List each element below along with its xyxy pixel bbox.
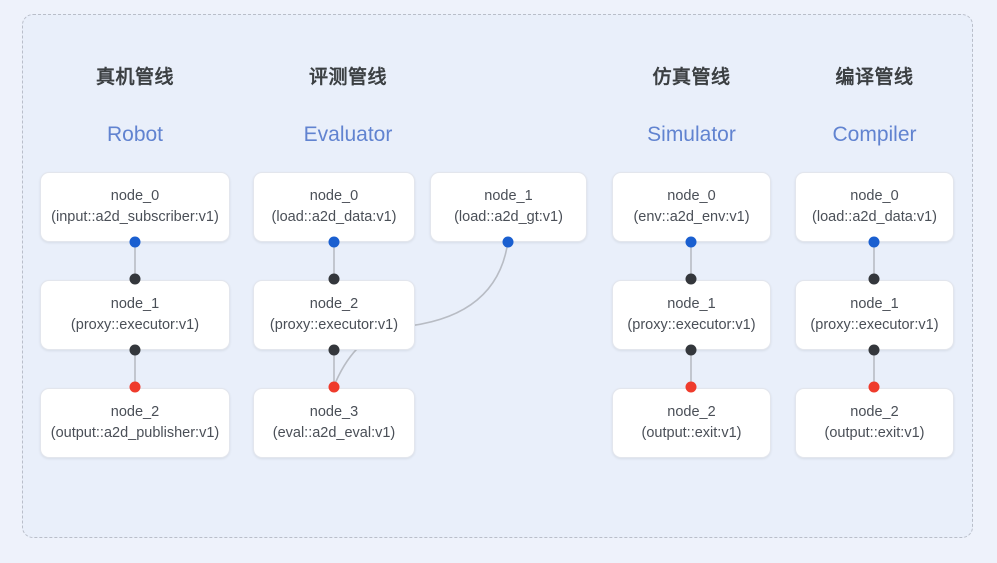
port-output-robot-node_1[interactable] (129, 344, 141, 356)
column-title-en-evaluator: Evaluator (303, 123, 393, 146)
column-title-cn-evaluator: 评测管线 (308, 67, 387, 88)
node-name: node_1 (667, 295, 716, 312)
node-name: node_2 (667, 403, 716, 420)
column-title-en-compiler: Compiler (832, 123, 917, 146)
port-output-compiler-node_0[interactable] (868, 236, 880, 248)
node-type: (proxy::executor:v1) (269, 317, 399, 333)
port-output-evaluator-node_1[interactable] (502, 236, 514, 248)
node-card-evaluator-node_3[interactable]: node_3 (eval::a2d_eval:v1) (253, 388, 415, 458)
node-type: (output::a2d_publisher:v1) (50, 425, 220, 441)
node-name: node_0 (850, 187, 899, 204)
node-card-robot-node_2[interactable]: node_2 (output::a2d_publisher:v1) (40, 388, 230, 458)
node-name: node_2 (110, 403, 160, 420)
port-output-compiler-node_1[interactable] (868, 344, 880, 356)
node-card-evaluator-node_0[interactable]: node_0 (load::a2d_data:v1) (253, 172, 415, 242)
node-name: node_1 (484, 187, 533, 204)
node-name: node_2 (309, 295, 359, 312)
node-name: node_1 (850, 295, 899, 312)
node-card-compiler-node_1[interactable]: node_1 (proxy::executor:v1) (795, 280, 954, 350)
port-output-simulator-node_1[interactable] (685, 344, 697, 356)
node-card-evaluator-node_1[interactable]: node_1 (load::a2d_gt:v1) (430, 172, 587, 242)
port-input-evaluator-node_2[interactable] (328, 273, 340, 285)
node-type: (eval::a2d_eval:v1) (272, 425, 396, 441)
node-card-evaluator-node_2[interactable]: node_2 (proxy::executor:v1) (253, 280, 415, 350)
node-card-robot-node_0[interactable]: node_0 (input::a2d_subscriber:v1) (40, 172, 230, 242)
node-type: (output::exit:v1) (824, 425, 925, 441)
node-card-compiler-node_2[interactable]: node_2 (output::exit:v1) (795, 388, 954, 458)
node-name: node_0 (667, 187, 716, 204)
node-name: node_3 (309, 403, 359, 420)
node-name: node_2 (850, 403, 899, 420)
node-card-simulator-node_0[interactable]: node_0 (env::a2d_env:v1) (612, 172, 771, 242)
column-title-en-simulator: Simulator (647, 123, 736, 146)
port-output-evaluator-node_0[interactable] (328, 236, 340, 248)
node-type: (load::a2d_data:v1) (812, 209, 937, 225)
port-output-evaluator-node_2[interactable] (328, 344, 340, 356)
column-title-cn-compiler: 编译管线 (835, 67, 914, 88)
node-name: node_1 (110, 295, 160, 312)
node-name: node_0 (309, 187, 359, 204)
node-name: node_0 (110, 187, 160, 204)
column-title-cn-simulator: 仿真管线 (652, 67, 731, 88)
port-terminal-evaluator-node_3[interactable] (328, 381, 340, 393)
node-type: (proxy::executor:v1) (810, 317, 939, 333)
port-input-robot-node_1[interactable] (129, 273, 141, 285)
node-type: (output::exit:v1) (641, 425, 742, 441)
port-input-simulator-node_1[interactable] (685, 273, 697, 285)
port-terminal-robot-node_2[interactable] (129, 381, 141, 393)
node-card-compiler-node_0[interactable]: node_0 (load::a2d_data:v1) (795, 172, 954, 242)
node-type: (load::a2d_data:v1) (271, 209, 397, 225)
column-title-cn-robot: 真机管线 (95, 67, 174, 88)
port-output-robot-node_0[interactable] (129, 236, 141, 248)
node-card-simulator-node_2[interactable]: node_2 (output::exit:v1) (612, 388, 771, 458)
node-card-robot-node_1[interactable]: node_1 (proxy::executor:v1) (40, 280, 230, 350)
pipeline-group-frame (22, 14, 973, 538)
node-type: (proxy::executor:v1) (70, 317, 200, 333)
port-input-compiler-node_1[interactable] (868, 273, 880, 285)
node-type: (load::a2d_gt:v1) (454, 209, 563, 225)
port-output-simulator-node_0[interactable] (685, 236, 697, 248)
port-terminal-simulator-node_2[interactable] (685, 381, 697, 393)
port-terminal-compiler-node_2[interactable] (868, 381, 880, 393)
node-type: (input::a2d_subscriber:v1) (51, 209, 219, 225)
node-type: (proxy::executor:v1) (627, 317, 756, 333)
column-title-en-robot: Robot (106, 123, 164, 146)
node-card-simulator-node_1[interactable]: node_1 (proxy::executor:v1) (612, 280, 771, 350)
node-type: (env::a2d_env:v1) (633, 209, 750, 225)
